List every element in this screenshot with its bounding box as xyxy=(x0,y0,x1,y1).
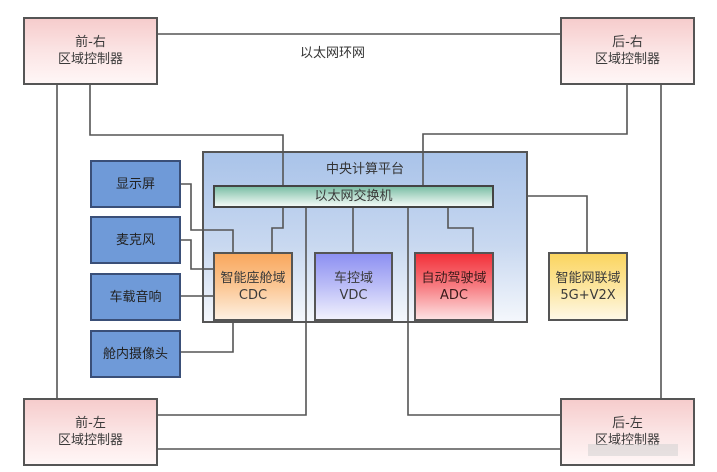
zone-front-left: 前-左 区域控制器 xyxy=(23,398,158,466)
domain-connectivity-name: 智能网联域 xyxy=(555,270,621,286)
link-switch-adc-inner xyxy=(447,207,474,252)
peripheral-speaker: 车载音响 xyxy=(90,273,181,321)
peripheral-cabin-camera: 舱内摄像头 xyxy=(90,330,181,378)
peripheral-microphone-label: 麦克风 xyxy=(115,232,155,248)
domain-connectivity-code: 5G+V2X xyxy=(560,287,616,303)
link-display-cdc-inner xyxy=(202,229,234,252)
peripheral-display-label: 显示屏 xyxy=(115,176,155,192)
zone-front-right-position: 前-右 xyxy=(75,35,106,50)
peripheral-display: 显示屏 xyxy=(90,160,181,208)
domain-adc-code: ADC xyxy=(440,287,468,303)
peripheral-microphone: 麦克风 xyxy=(90,216,181,264)
domain-adc-name: 自动驾驶域 xyxy=(421,270,487,286)
zone-rear-right: 后-右 区域控制器 xyxy=(560,17,695,85)
domain-cdc-code: CDC xyxy=(238,287,268,303)
watermark-blur xyxy=(588,444,678,456)
peripheral-speaker-label: 车载音响 xyxy=(109,289,162,305)
zone-front-left-position: 前-左 xyxy=(75,416,106,431)
domain-connectivity: 智能网联域 5G+V2X xyxy=(548,252,628,321)
domain-vdc: 车控域 VDC xyxy=(314,252,393,321)
domain-cdc: 智能座舱域 CDC xyxy=(213,252,293,321)
peripheral-cabin-camera-label: 舱内摄像头 xyxy=(102,346,168,362)
domain-cdc-name: 智能座舱域 xyxy=(220,270,286,286)
domain-adc: 自动驾驶域 ADC xyxy=(414,252,494,321)
ethernet-switch: 以太网交换机 xyxy=(213,185,494,208)
zone-front-right-label: 区域控制器 xyxy=(57,52,123,67)
link-camera-cdc xyxy=(180,320,234,353)
zone-front-left-label: 区域控制器 xyxy=(57,433,123,448)
platform-title: 中央计算平台 xyxy=(325,162,404,177)
zone-rear-right-position: 后-右 xyxy=(612,35,643,50)
domain-vdc-code: VDC xyxy=(339,287,368,303)
domain-vdc-name: 车控域 xyxy=(333,270,373,286)
link-switch-cdc-inner xyxy=(271,207,284,252)
zone-front-right: 前-右 区域控制器 xyxy=(23,17,158,85)
zone-rear-right-label: 区域控制器 xyxy=(594,52,660,67)
ethernet-ring-label: 以太网环网 xyxy=(300,46,366,61)
ethernet-switch-label: 以太网交换机 xyxy=(314,189,393,204)
zone-rear-left-position: 后-左 xyxy=(612,416,643,431)
